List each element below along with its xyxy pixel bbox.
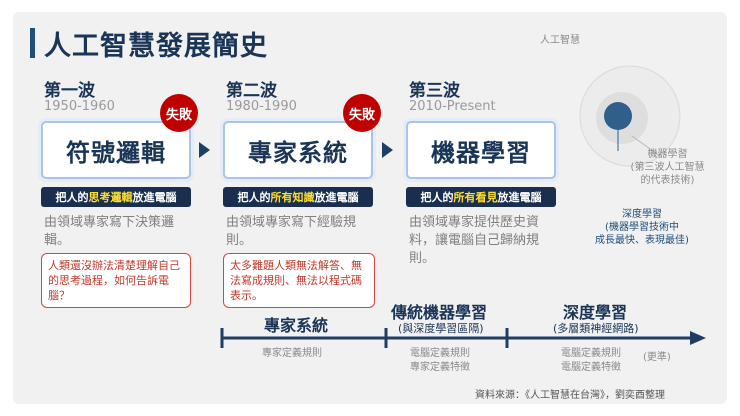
era-2-fail-badge: 失敗 — [343, 94, 381, 132]
venn-ml-sub-2: 的代表技術) — [640, 175, 695, 186]
era-2-description: 由領域專家寫下經驗規則。 — [226, 215, 357, 248]
source-citation: 資料來源：《人工智慧在台灣》，劉奕酉整理 — [475, 390, 665, 401]
era-3-badge-post: 放進電腦 — [497, 191, 542, 204]
arrow-right-icon — [199, 142, 210, 158]
era-2-badge-highlight: 所有知識 — [270, 191, 315, 204]
era-1-badge-highlight: 思考邏輯 — [88, 191, 133, 204]
timeline-expert-system-label: 專家系統 — [264, 316, 329, 335]
timeline-deep-learning-note-2: 電腦定義特徵 — [561, 362, 621, 373]
era-1-badge: 把人的思考邏輯放進電腦 — [41, 187, 191, 207]
timeline-traditional-ml-note-2: 專家定義特徵 — [410, 362, 470, 373]
timeline-axis — [220, 328, 706, 348]
ml-leader-line — [631, 135, 661, 157]
venn-dl-title: 深度學習 — [622, 209, 662, 220]
venn-dl-label: 深度學習 (機器學習技術中 成長最快、表現最佳) — [582, 208, 702, 247]
venn-ml-sub-1: (第三波人工智慧 — [630, 162, 705, 173]
era-1-fail-badge: 失敗 — [160, 94, 198, 132]
era-2-badge-pre: 把人的 — [237, 191, 271, 204]
ai-nested-circles-diagram — [579, 65, 681, 167]
timeline-traditional-ml-sub: (與深度學習區隔) — [398, 322, 484, 335]
era-3-badge: 把人的所有看見放進電腦 — [406, 187, 556, 207]
era-3-wave: 第三波 — [409, 81, 460, 101]
timeline-more-accurate-note: (更準) — [643, 352, 671, 363]
venn-ml-label: 機器學習 (第三波人工智慧 的代表技術) — [605, 148, 730, 187]
venn-ml-title: 機器學習 — [647, 149, 688, 160]
era-1-badge-pre: 把人的 — [55, 191, 89, 204]
era-2-box: 專家系統 — [223, 121, 373, 179]
era-3-years: 2010-Present — [409, 99, 496, 114]
timeline-deep-learning-note-1: 電腦定義規則 — [561, 348, 621, 359]
era-1-problem-note: 人類還沒辦法清楚理解自己的思考過程，如何告訴電腦？ — [41, 253, 191, 308]
era-1-badge-post: 放進電腦 — [132, 191, 177, 204]
timeline-arrowhead-icon — [690, 331, 706, 345]
era-3-box: 機器學習 — [406, 121, 556, 179]
timeline-deep-learning-label: 深度學習 — [563, 303, 628, 322]
title-accent-bar — [30, 28, 35, 58]
era-3-badge-highlight: 所有看見 — [453, 191, 498, 204]
timeline-traditional-ml-label: 傳統機器學習 — [391, 303, 488, 322]
venn-ai-label: 人工智慧 — [540, 35, 580, 46]
era-1-years: 1950-1960 — [44, 99, 115, 114]
era-3-badge-pre: 把人的 — [420, 191, 454, 204]
era-1-wave: 第一波 — [44, 81, 95, 101]
era-2-badge-post: 放進電腦 — [314, 191, 359, 204]
timeline-expert-system-note: 專家定義規則 — [262, 348, 322, 359]
era-2-problem-note: 太多難題人類無法解答、無法寫成規則、無法以程式碼表示。 — [223, 253, 375, 308]
timeline-traditional-ml-note-1: 電腦定義規則 — [410, 348, 470, 359]
era-3-description: 由領域專家提供歷史資料，讓電腦自己歸納規則。 — [409, 215, 540, 266]
venn-dl-sub-1: (機器學習技術中 — [605, 222, 679, 233]
page-title: 人工智慧發展簡史 — [44, 31, 268, 62]
era-2-wave: 第二波 — [226, 81, 277, 101]
era-1-box: 符號邏輯 — [41, 121, 191, 179]
era-2-badge: 把人的所有知識放進電腦 — [223, 187, 373, 207]
era-2-years: 1980-1990 — [226, 99, 297, 114]
venn-dl-sub-2: 成長最快、表現最佳) — [595, 235, 689, 246]
era-1-description: 由領域專家寫下決策邏輯。 — [44, 215, 175, 248]
arrow-right-icon — [382, 142, 393, 158]
timeline-deep-learning-sub: (多層類神經網路) — [553, 322, 639, 335]
